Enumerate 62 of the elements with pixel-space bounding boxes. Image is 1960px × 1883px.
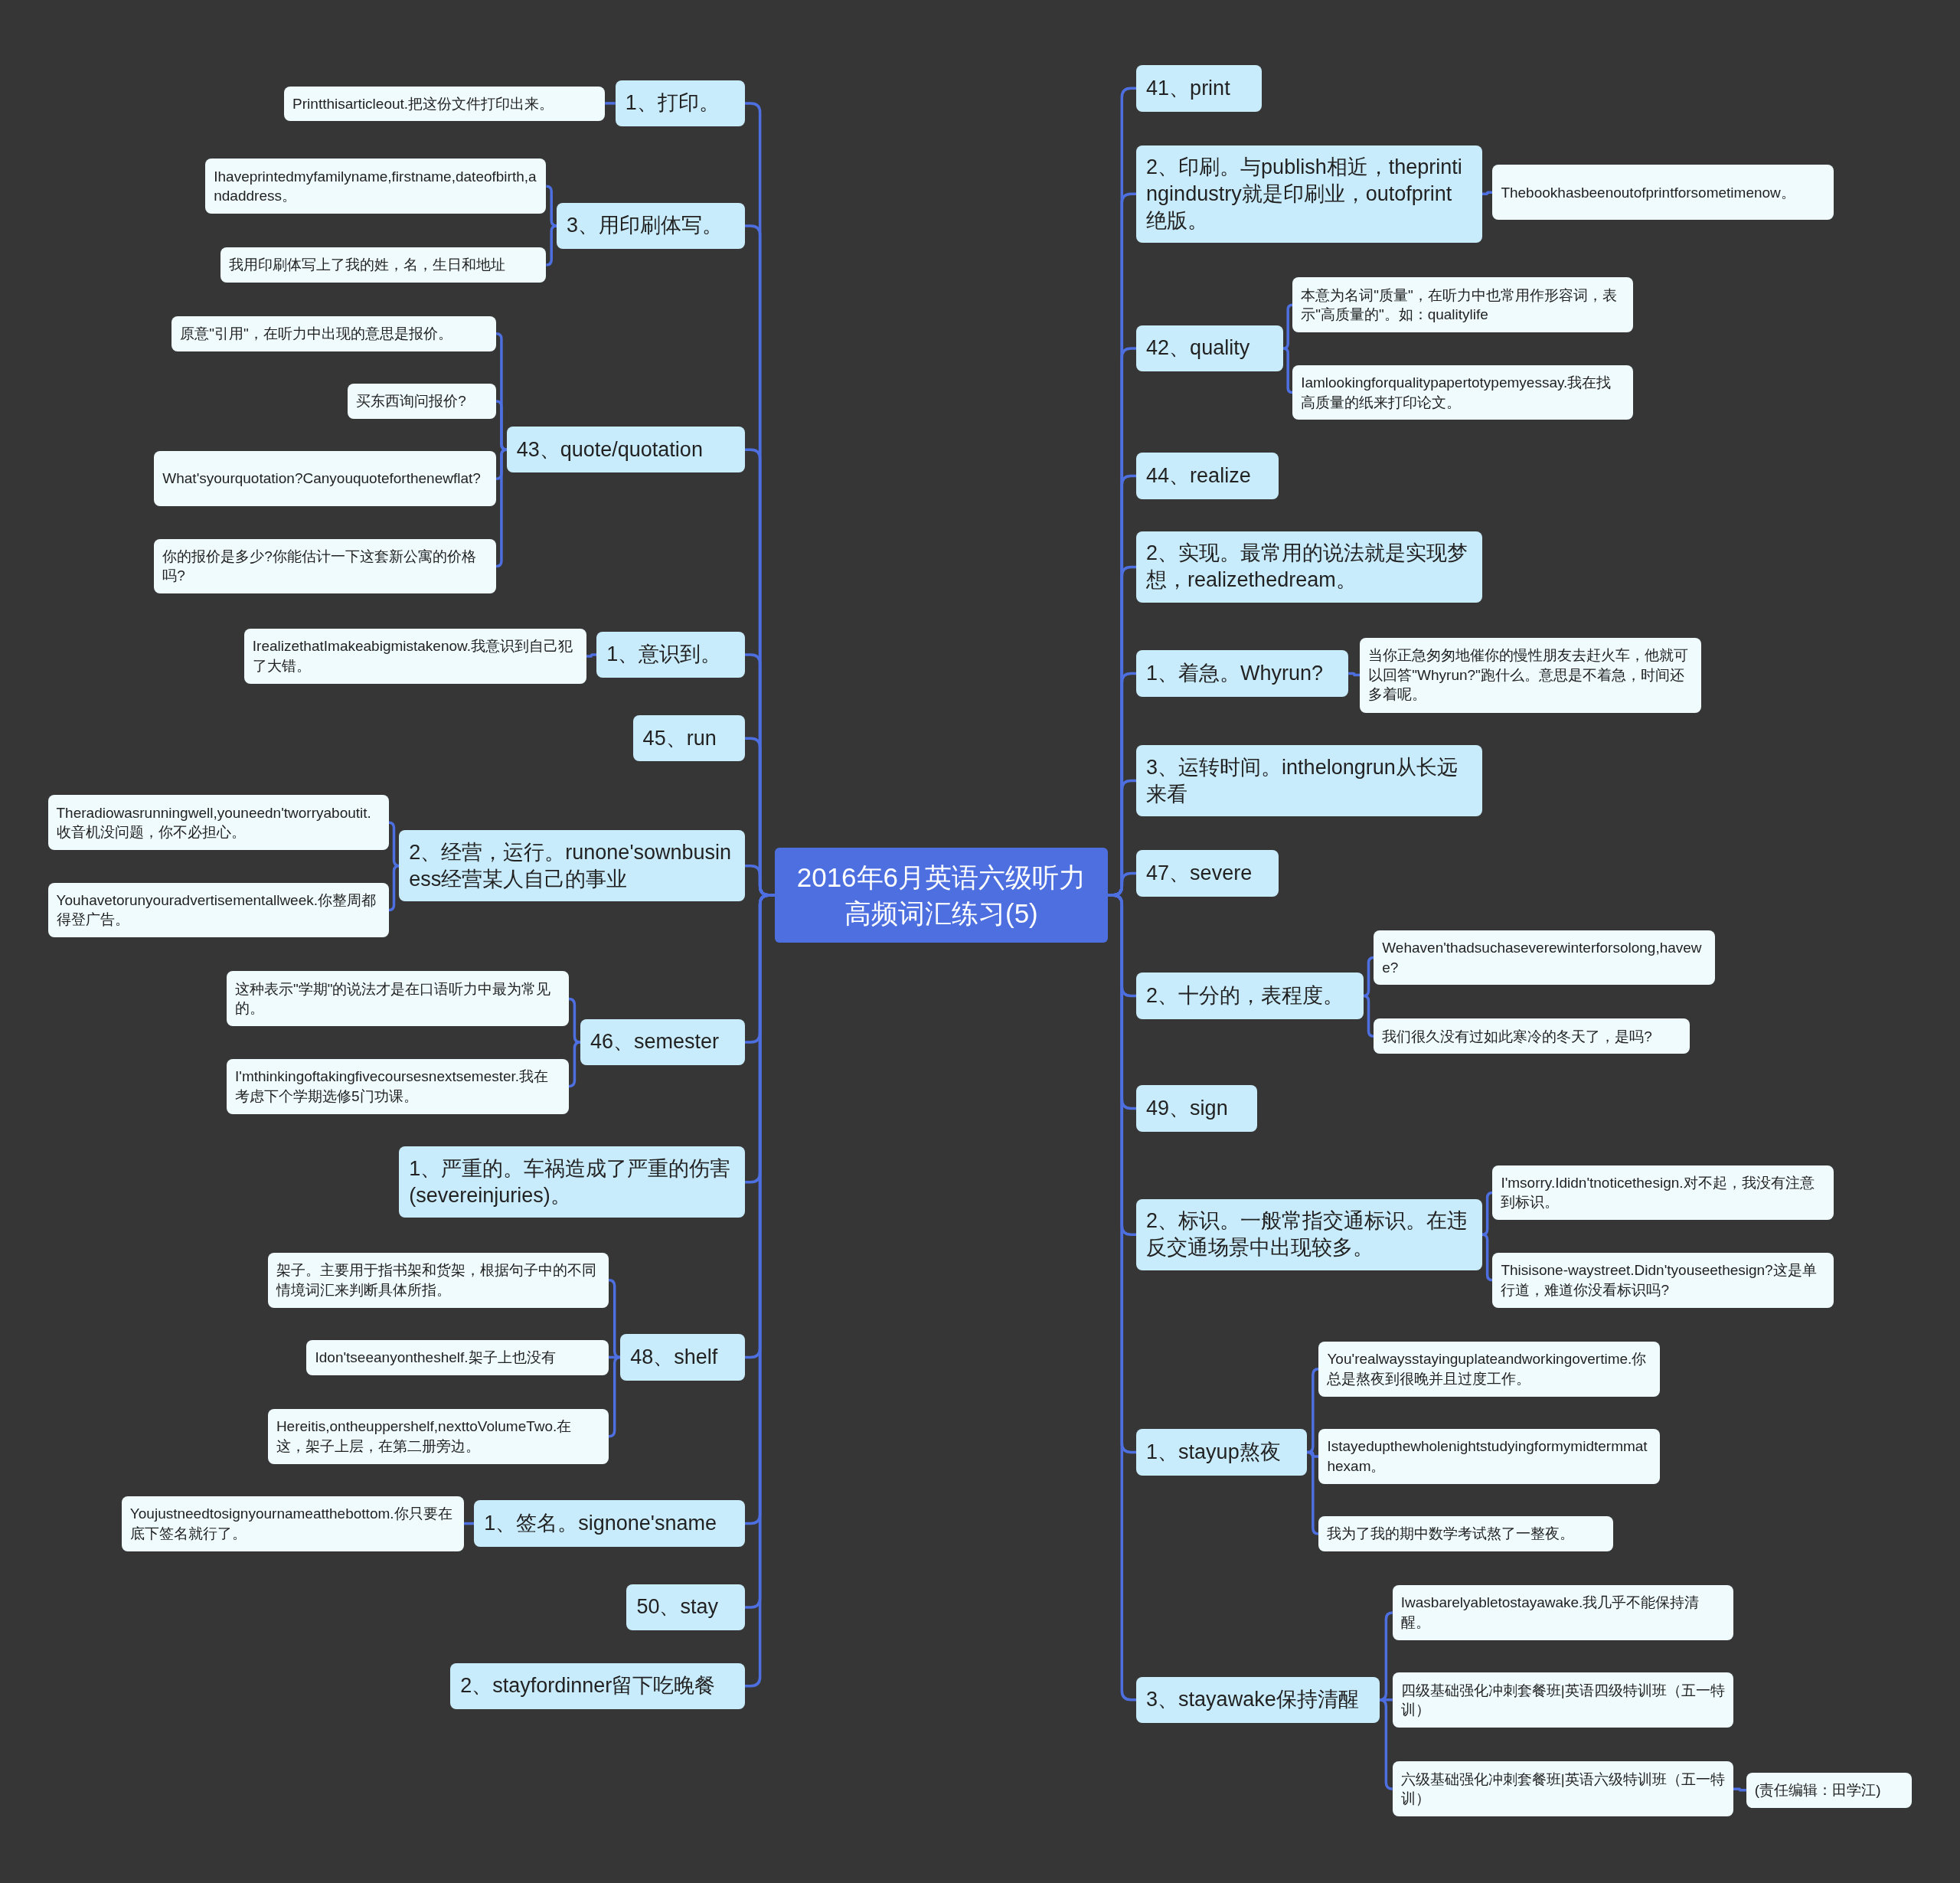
- subtopic-box: I'msorry.Ididn'tnoticethesign.对不起，我没有注意到标识。: [1492, 1165, 1834, 1221]
- connector-line: [605, 102, 616, 105]
- topic-box: 1、签名。signone'sname: [474, 1500, 746, 1547]
- subtopic-box: 这种表示"学期"的说法才是在口语听力中最为常见的。: [227, 971, 569, 1027]
- subtopic-box: (责任编辑：田学江): [1746, 1772, 1913, 1808]
- topic-box: 41、print: [1136, 65, 1263, 112]
- subtopic-box: 我们很久没有过如此寒冷的冬天了，是吗?: [1374, 1018, 1690, 1054]
- subtopic-box: Thebookhasbeenoutofprintforsometimenow。: [1492, 165, 1834, 221]
- subtopic-box: 原意"引用"，在听力中出现的意思是报价。: [172, 315, 497, 351]
- subtopic-box: Thisisone-waystreet.Didn'tyouseethesign?这是单行道，难道你没看标识吗?: [1492, 1252, 1834, 1308]
- central-topic-box: 2016年6月英语六级听力高频词汇练习(5): [775, 847, 1108, 943]
- topic-box: 3、运转时间。inthelongrun从长远来看: [1136, 745, 1482, 817]
- subtopic-box: 我用印刷体写上了我的姓，名，生日和地址: [220, 247, 547, 283]
- topic-box: 2、十分的，表程度。: [1136, 973, 1364, 1019]
- subtopic-box: Ihaveprintedmyfamilyname,firstname,dateofbirth,andaddress。: [205, 159, 547, 214]
- subtopic-box: Wehaven'thadsuchaseverewinterforsolong,havewe?: [1374, 930, 1715, 986]
- topic-box: 2、经营，运行。runone'sownbusiness经营某人自己的事业: [399, 830, 746, 902]
- topic-box: 48、shelf: [620, 1334, 746, 1381]
- subtopic-box: Istayedupthewholenightstudyingformymidtermmathexam。: [1318, 1429, 1660, 1484]
- subtopic-box: 你的报价是多少?你能估计一下这套新公寓的价格吗?: [154, 538, 497, 594]
- topic-box: 47、severe: [1136, 850, 1279, 897]
- subtopic-box: What'syourquotation?Canyouquoteforthenewflat?: [154, 451, 497, 507]
- topic-box: 45、run: [632, 715, 746, 762]
- subtopic-box: IrealizethatImakeabigmistakenow.我意识到自己犯了大错。: [243, 629, 586, 684]
- topic-box: 2、实现。最常用的说法就是实现梦想，realizethedream。: [1136, 531, 1482, 603]
- connector-line: [586, 653, 597, 658]
- subtopic-box: 当你正急匆匆地催你的慢性朋友去赶火车，他就可以回答"Whyrun?"跑什么。意思是不着急，时间还多着呢。: [1360, 637, 1701, 713]
- subtopic-box: Iwasbarelyabletostayawake.我几乎不能保持清醒。: [1392, 1585, 1733, 1640]
- topic-box: 1、stayup熬夜: [1136, 1429, 1308, 1476]
- topic-box: 3、stayawake保持清醒: [1136, 1676, 1380, 1723]
- subtopic-box: Hereitis,ontheuppershelf,nexttoVolumeTwo.在这，架子上层，在第二册旁边。: [267, 1408, 609, 1464]
- connector-line: [567, 1041, 582, 1088]
- subtopic-box: Iamlookingforqualitypapertotypemyessay.我在找高质量的纸来打印论文。: [1292, 365, 1634, 420]
- topic-box: 42、quality: [1136, 325, 1284, 372]
- subtopic-box: Youhavetorunyouradvertisementallweek.你整周都得登广告。: [47, 882, 389, 938]
- subtopic-box: 四级基础强化冲刺套餐班|英语四级特训班（五一特训）: [1392, 1672, 1733, 1728]
- topic-box: 1、着急。Whyrun?: [1136, 650, 1349, 697]
- topic-box: 50、stay: [626, 1584, 746, 1631]
- connector-line: [1733, 1787, 1746, 1792]
- subtopic-box: I'mthinkingoftakingfivecoursesnextsemester.我在考虑下个学期选修5门功课。: [227, 1058, 569, 1114]
- subtopic-box: 买东西询问报价?: [348, 384, 497, 419]
- topic-box: 49、sign: [1136, 1085, 1257, 1132]
- topic-box: 44、realize: [1136, 453, 1279, 499]
- subtopic-box: Theradiowasrunningwell,youneedn'tworryaboutit.收音机没问题，你不必担心。: [47, 795, 389, 851]
- subtopic-box: You'realwaysstayinguplateandworkingovertime.你总是熬夜到很晚并且过度工作。: [1318, 1341, 1660, 1397]
- subtopic-box: 本意为名词"质量"，在听力中也常用作形容词，表示"高质量的"。如：qualitylife: [1292, 277, 1634, 333]
- subtopic-box: 我为了我的期中数学考试熬了一整夜。: [1318, 1516, 1614, 1551]
- subtopic-box: Idon'tseeanyontheshelf.架子上也没有: [306, 1340, 609, 1375]
- connector-line: [1481, 191, 1493, 195]
- topic-box: 2、标识。一般常指交通标识。在违反交通场景中出现较多。: [1136, 1198, 1482, 1270]
- subtopic-box: Youjustneedtosignyournameatthebottom.你只要在底下签名就行了。: [121, 1496, 464, 1552]
- topic-box: 46、semester: [580, 1018, 746, 1066]
- subtopic-box: 六级基础强化冲刺套餐班|英语六级特训班（五一特训）: [1392, 1761, 1733, 1817]
- topic-box: 1、打印。: [615, 80, 746, 127]
- topic-box: 3、用印刷体写。: [557, 202, 746, 250]
- topic-box: 2、stayfordinner留下吃晚餐: [450, 1662, 746, 1710]
- topic-box: 2、印刷。与publish相近，theprintingindustry就是印刷业，outofprint绝版。: [1136, 145, 1482, 243]
- topic-box: 1、意识到。: [596, 631, 746, 678]
- topic-box: 43、quote/quotation: [506, 426, 746, 473]
- subtopic-box: Printthisarticleout.把这份文件打印出来。: [284, 86, 606, 122]
- topic-box: 1、严重的。车祸造成了严重的伤害(severeinjuries)。: [399, 1146, 746, 1218]
- subtopic-box: 架子。主要用于指书架和货架，根据句子中的不同情境词汇来判断具体所指。: [267, 1252, 609, 1308]
